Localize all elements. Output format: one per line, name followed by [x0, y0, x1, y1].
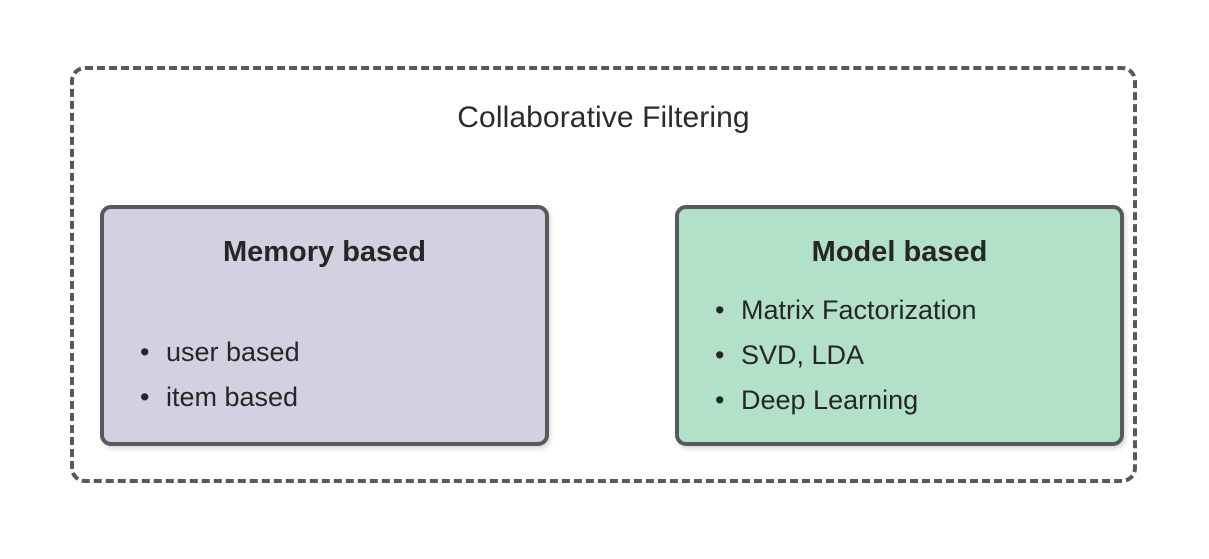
list-item: SVD, LDA — [715, 333, 977, 378]
category-box-memory-based: Memory based user based item based — [100, 205, 549, 446]
diagram-title: Collaborative Filtering — [457, 101, 750, 134]
category-heading-model-based: Model based — [811, 236, 988, 268]
category-box-model-based: Model based Matrix Factorization SVD, LD… — [675, 205, 1124, 446]
collaborative-filtering-container: Collaborative Filtering Memory based use… — [70, 66, 1137, 483]
category-list-memory-based: user based item based — [140, 330, 300, 420]
category-heading-memory-based: Memory based — [222, 236, 427, 268]
category-list-model-based: Matrix Factorization SVD, LDA Deep Learn… — [715, 288, 977, 423]
list-item: user based — [140, 330, 300, 375]
list-item: Matrix Factorization — [715, 288, 977, 333]
list-item: item based — [140, 375, 300, 420]
list-item: Deep Learning — [715, 378, 977, 423]
